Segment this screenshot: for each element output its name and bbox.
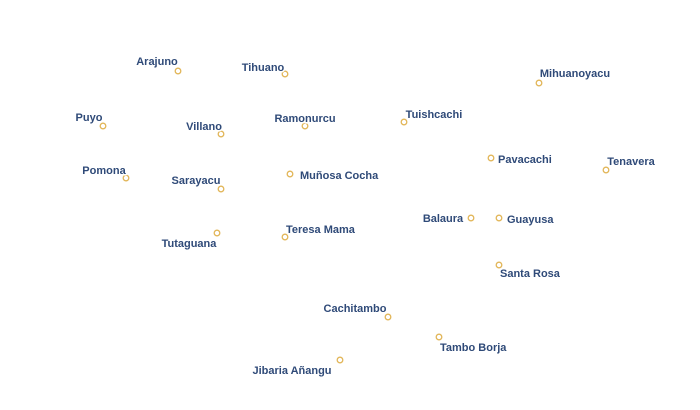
place-marker-ramonurcu[interactable] xyxy=(301,122,309,130)
place-label-pavacachi: Pavacachi xyxy=(498,154,552,166)
place-label-mihuanoyacu: Mihuanoyacu xyxy=(540,68,610,80)
place-label-tambo-borja: Tambo Borja xyxy=(440,342,507,354)
place-label-tutaguana: Tutaguana xyxy=(162,238,218,250)
place-label-ramonurcu: Ramonurcu xyxy=(274,113,335,125)
place-marker-balaura[interactable] xyxy=(467,214,475,222)
place-marker-tambo-borja[interactable] xyxy=(435,333,443,341)
place-label-tuishcachi: Tuishcachi xyxy=(406,109,463,121)
place-label-cachitambo: Cachitambo xyxy=(324,303,387,315)
place-marker-munosa-cocha[interactable] xyxy=(286,170,294,178)
place-marker-tuishcachi[interactable] xyxy=(400,118,408,126)
place-label-munosa-cocha: Muñosa Cocha xyxy=(300,170,379,182)
place-label-teresa-mama: Teresa Mama xyxy=(286,224,356,236)
place-marker-tutaguana[interactable] xyxy=(213,229,221,237)
place-marker-sarayacu[interactable] xyxy=(217,185,225,193)
place-marker-cachitambo[interactable] xyxy=(384,313,392,321)
place-marker-guayusa[interactable] xyxy=(495,214,503,222)
place-label-guayusa: Guayusa xyxy=(507,214,554,226)
place-marker-puyo[interactable] xyxy=(99,122,107,130)
place-label-tenavera: Tenavera xyxy=(607,156,655,168)
place-markers xyxy=(99,67,610,364)
place-label-pomona: Pomona xyxy=(82,165,126,177)
place-marker-pavacachi[interactable] xyxy=(487,154,495,162)
place-label-santa-rosa: Santa Rosa xyxy=(500,268,561,280)
place-marker-teresa-mama[interactable] xyxy=(281,233,289,241)
place-label-puyo: Puyo xyxy=(76,112,103,124)
place-marker-arajuno[interactable] xyxy=(174,67,182,75)
place-marker-pomona[interactable] xyxy=(122,174,130,182)
place-label-balaura: Balaura xyxy=(423,213,464,225)
place-marker-mihuanoyacu[interactable] xyxy=(535,79,543,87)
place-marker-jibaria-anangu[interactable] xyxy=(336,356,344,364)
place-marker-santa-rosa[interactable] xyxy=(495,261,503,269)
place-marker-tenavera[interactable] xyxy=(602,166,610,174)
place-label-arajuno: Arajuno xyxy=(136,56,178,68)
place-marker-villano[interactable] xyxy=(217,130,225,138)
place-label-tihuano: Tihuano xyxy=(242,62,285,74)
place-label-villano: Villano xyxy=(186,121,222,133)
place-marker-tihuano[interactable] xyxy=(281,70,289,78)
place-label-jibaria-anangu: Jibaria Añangu xyxy=(252,365,331,377)
place-label-sarayacu: Sarayacu xyxy=(172,175,221,187)
